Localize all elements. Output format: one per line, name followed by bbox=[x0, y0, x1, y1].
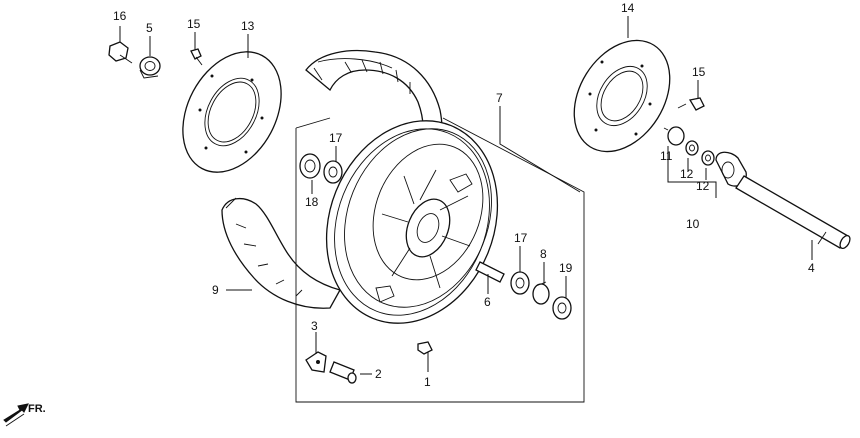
label-15-left: 15 bbox=[187, 17, 201, 31]
label-12-b: 12 bbox=[696, 179, 710, 193]
spacer-11 bbox=[663, 126, 685, 146]
label-18: 18 bbox=[305, 195, 319, 209]
seal-17-left bbox=[323, 160, 343, 184]
label-2: 2 bbox=[375, 367, 382, 381]
brake-disc-left bbox=[182, 51, 282, 173]
label-15-right: 15 bbox=[692, 65, 706, 79]
hub-collar bbox=[715, 151, 747, 187]
brake-disc-right bbox=[573, 39, 671, 153]
label-3: 3 bbox=[311, 319, 318, 333]
axle-spacer-6 bbox=[475, 261, 505, 283]
label-14: 14 bbox=[621, 1, 635, 15]
seal-17-right bbox=[510, 271, 530, 295]
clip-1 bbox=[417, 341, 433, 355]
label-5: 5 bbox=[146, 21, 153, 35]
label-12-a: 12 bbox=[680, 167, 694, 181]
label-17-left: 17 bbox=[329, 131, 343, 145]
bearing-18 bbox=[299, 153, 321, 179]
collar-5 bbox=[139, 56, 161, 79]
seal-19 bbox=[552, 296, 572, 320]
washer-12b bbox=[701, 150, 715, 166]
washer-12a bbox=[685, 140, 699, 156]
label-8: 8 bbox=[540, 247, 547, 261]
assembly-outline bbox=[295, 117, 585, 403]
wheel-rim bbox=[325, 120, 499, 324]
label-7: 7 bbox=[496, 91, 503, 105]
bolt-15-right bbox=[677, 97, 705, 111]
label-9: 9 bbox=[212, 283, 219, 297]
leader-lines bbox=[119, 16, 813, 375]
bolt-16 bbox=[108, 41, 133, 64]
label-4: 4 bbox=[808, 261, 815, 275]
bolt-15-left bbox=[190, 48, 203, 66]
label-11: 11 bbox=[660, 149, 673, 163]
label-10: 10 bbox=[686, 217, 700, 231]
label-19: 19 bbox=[559, 261, 573, 275]
tire-lower-section bbox=[221, 197, 341, 309]
fr-label: FR. bbox=[28, 403, 46, 415]
label-6: 6 bbox=[484, 295, 491, 309]
bearing-8 bbox=[532, 281, 550, 305]
label-17-right: 17 bbox=[514, 231, 528, 245]
valve-stem-2 bbox=[329, 361, 357, 384]
front-arrow-icon bbox=[3, 403, 29, 427]
bracket-3 bbox=[305, 351, 327, 373]
axle-4 bbox=[735, 175, 851, 250]
label-16: 16 bbox=[113, 9, 127, 23]
label-13: 13 bbox=[241, 19, 255, 33]
label-1: 1 bbox=[424, 375, 431, 389]
